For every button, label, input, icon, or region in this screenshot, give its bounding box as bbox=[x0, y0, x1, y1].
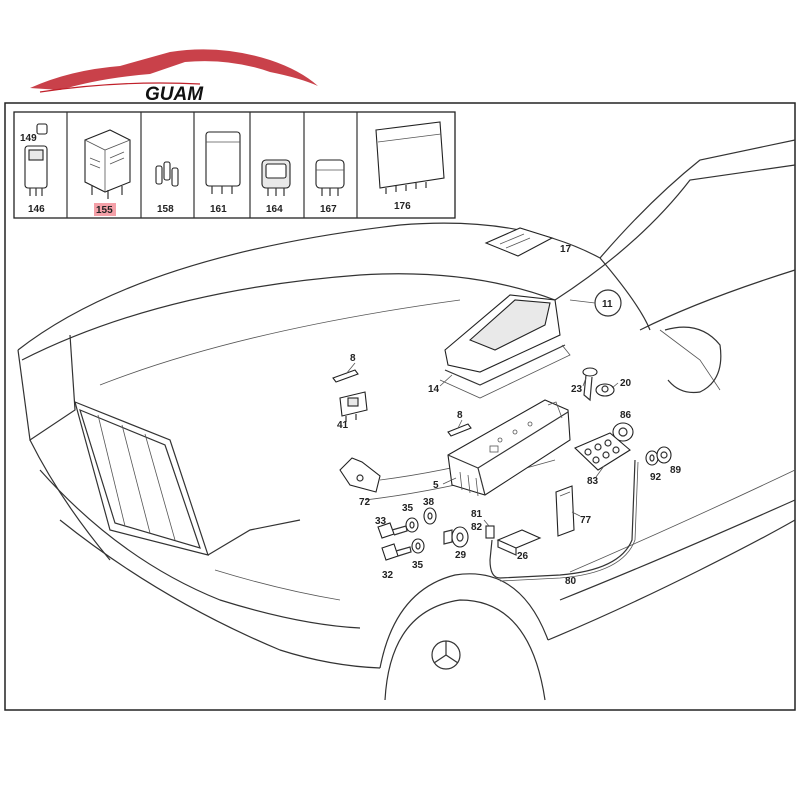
part-77-module bbox=[555, 485, 575, 537]
legend-highlight bbox=[94, 203, 116, 216]
part-17 bbox=[484, 227, 554, 257]
callout-89: 89 bbox=[670, 465, 682, 476]
callout-17: 17 bbox=[560, 244, 572, 255]
part-89-nut bbox=[656, 446, 672, 464]
part-33-bolt bbox=[377, 522, 408, 539]
callout-23: 23 bbox=[571, 384, 583, 395]
part-38-washer bbox=[423, 507, 437, 525]
legend-label-158: 158 bbox=[157, 204, 174, 215]
callout-14: 14 bbox=[428, 384, 440, 395]
car-body-outline bbox=[17, 139, 796, 701]
callout-80: 80 bbox=[565, 576, 577, 587]
part-92-washer bbox=[645, 450, 659, 466]
callout-81: 81 bbox=[471, 509, 483, 520]
callout-86: 86 bbox=[620, 410, 632, 421]
callout-77: 77 bbox=[580, 515, 592, 526]
legend-box: 149 146 155 158 bbox=[13, 111, 456, 219]
callout-11: 11 bbox=[602, 299, 613, 310]
part-35-washer-upper bbox=[405, 517, 419, 533]
leader-lines bbox=[345, 362, 619, 527]
car-silhouette-icon bbox=[30, 49, 318, 90]
legend-part-146 bbox=[24, 123, 48, 196]
part-29-grommet bbox=[443, 526, 469, 548]
mercedes-star-icon bbox=[431, 640, 461, 670]
part-86-nut bbox=[612, 422, 634, 442]
part-14-cover bbox=[439, 294, 571, 399]
callout-29: 29 bbox=[455, 550, 467, 561]
callout-83: 83 bbox=[587, 476, 599, 487]
legend-label-164: 164 bbox=[266, 204, 283, 215]
brand-logo: GUAM guam bbox=[30, 49, 318, 122]
callout-8-upper: 8 bbox=[350, 353, 356, 364]
legend-label-146: 146 bbox=[28, 204, 45, 215]
part-23-screw bbox=[582, 367, 598, 402]
callout-82: 82 bbox=[471, 522, 483, 533]
callout-32: 32 bbox=[382, 570, 394, 581]
legend-part-158 bbox=[155, 161, 179, 187]
callout-38: 38 bbox=[423, 497, 435, 508]
callout-41: 41 bbox=[337, 420, 349, 431]
part-41-relay bbox=[339, 391, 368, 422]
part-35-washer-lower bbox=[411, 538, 425, 554]
grille bbox=[74, 400, 209, 556]
part-32-bolt bbox=[381, 543, 412, 561]
callout-20: 20 bbox=[620, 378, 632, 389]
part-82-connector bbox=[485, 525, 495, 539]
diagram-frame bbox=[4, 102, 796, 711]
part-8-pin-lower bbox=[447, 423, 472, 437]
legend-part-176 bbox=[375, 121, 445, 194]
callout-35-upper: 35 bbox=[402, 503, 414, 514]
part-72-bracket bbox=[339, 457, 381, 493]
legend-label-167: 167 bbox=[320, 204, 337, 215]
legend-label-149: 149 bbox=[20, 133, 37, 144]
legend-label-161: 161 bbox=[210, 204, 227, 215]
callout-8-lower: 8 bbox=[457, 410, 463, 421]
legend-label-155: 155 bbox=[96, 205, 113, 216]
callout-5: 5 bbox=[433, 480, 439, 491]
car-swoosh-icon bbox=[39, 82, 201, 93]
brand-name: GUAM bbox=[145, 84, 204, 105]
callout-92: 92 bbox=[650, 472, 662, 483]
part-5-fuse-box bbox=[447, 399, 571, 497]
callout-labels: 17 11 14 23 20 86 8 41 8 5 72 38 35 33 8… bbox=[337, 244, 682, 587]
fuse-box-parts bbox=[332, 227, 672, 582]
callout-35-lower: 35 bbox=[412, 560, 424, 571]
part-20-nut bbox=[595, 383, 615, 397]
legend-part-167 bbox=[315, 159, 345, 196]
part-26-bracket bbox=[496, 529, 542, 556]
legend-part-155 bbox=[84, 129, 131, 199]
legend-label-176: 176 bbox=[394, 201, 411, 212]
part-83-terminal-block bbox=[574, 432, 631, 471]
callout-72: 72 bbox=[359, 497, 371, 508]
legend-part-161 bbox=[205, 131, 241, 194]
callout-33: 33 bbox=[375, 516, 387, 527]
part-80-wire bbox=[489, 459, 636, 579]
callout-26: 26 bbox=[517, 551, 529, 562]
legend-part-164 bbox=[261, 159, 291, 196]
part-8-pin-upper bbox=[332, 369, 359, 383]
